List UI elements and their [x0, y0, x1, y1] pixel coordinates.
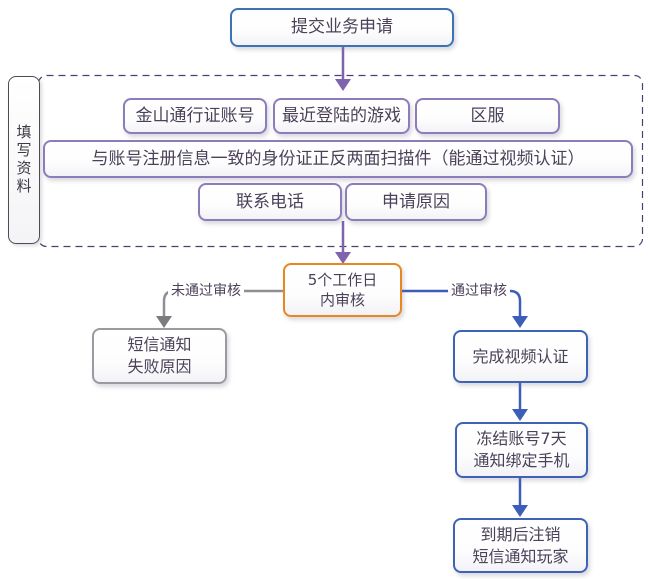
node-freeze-account: 冻结账号7天 通知绑定手机	[455, 422, 588, 478]
edge-label-review-passed: 通过审核	[448, 283, 510, 299]
arrowhead-submit-to-fields	[335, 79, 351, 91]
node-video-auth: 完成视频认证	[453, 330, 588, 383]
arrowhead-review-passed	[512, 316, 528, 328]
node-recent-game: 最近登陆的游戏	[273, 98, 410, 134]
node-review-5-workdays: 5个工作日 内审核	[283, 263, 402, 317]
node-apply-reason: 申请原因	[345, 183, 487, 221]
section-label-fill-info: 填写资料	[8, 76, 40, 244]
node-contact-phone: 联系电话	[198, 183, 342, 221]
arrowhead-review-failed	[156, 316, 172, 328]
node-passport-account: 金山通行证账号	[123, 98, 267, 134]
edge-label-review-failed: 未通过审核	[168, 283, 244, 299]
node-server: 区服	[415, 98, 560, 134]
node-sms-notify-failure: 短信通知 失败原因	[92, 328, 227, 384]
arrowhead-freeze-to-cancel	[512, 505, 528, 517]
node-cancel-account: 到期后注销 短信通知玩家	[453, 518, 588, 573]
node-submit-application: 提交业务申请	[230, 8, 454, 47]
arrowhead-video-to-freeze	[512, 409, 528, 421]
node-id-scan: 与账号注册信息一致的身份证正反两面扫描件（能通过视频认证）	[43, 140, 633, 178]
